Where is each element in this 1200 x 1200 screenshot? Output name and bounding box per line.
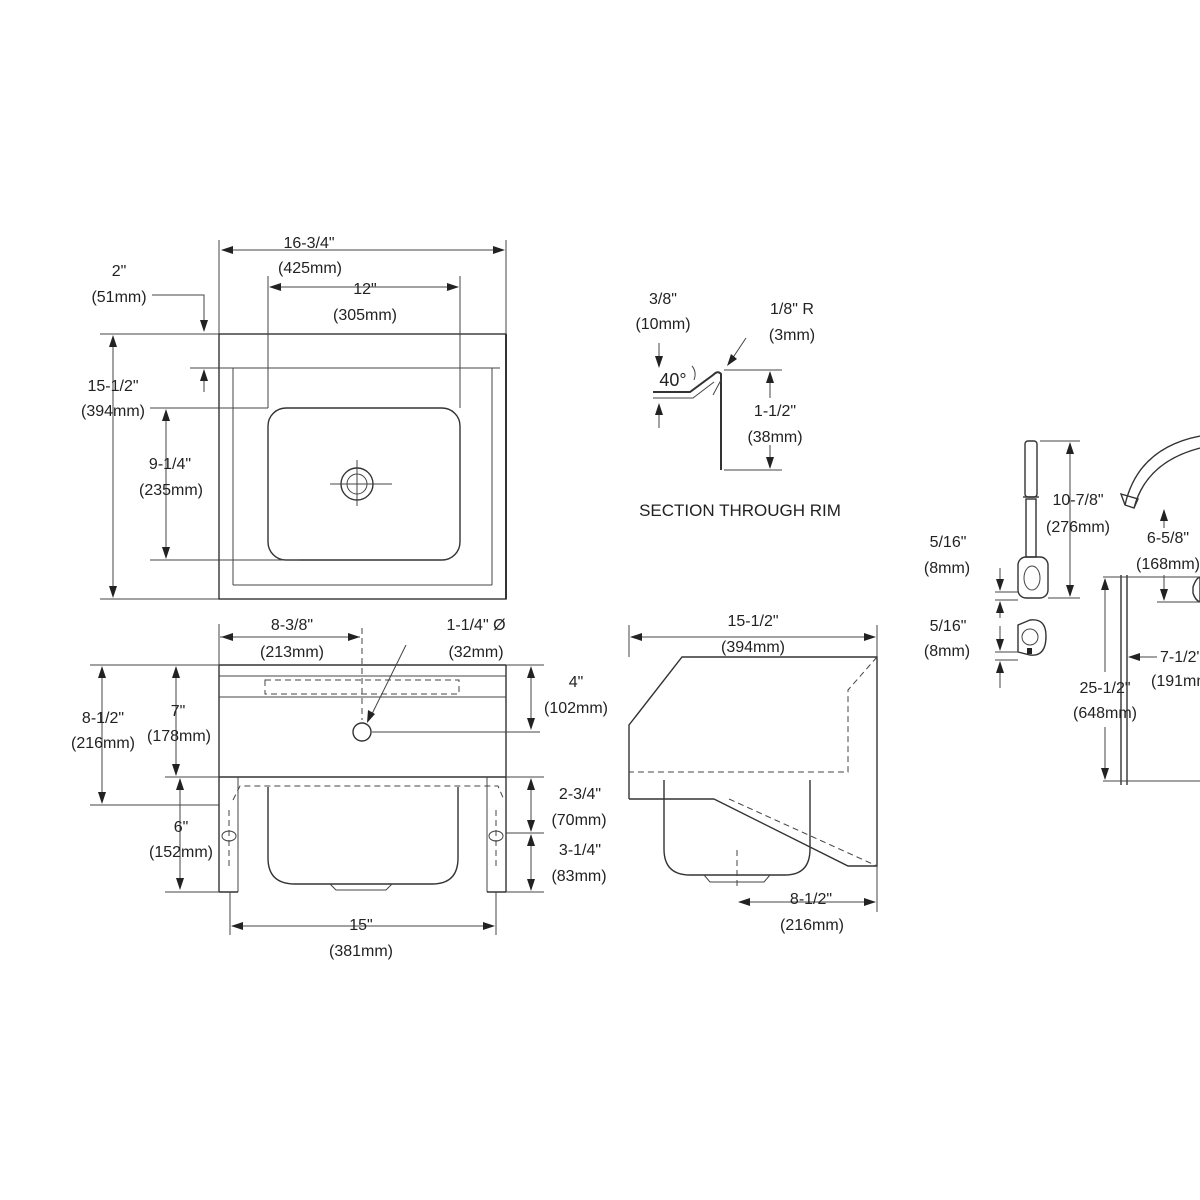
rim-thickness-mm: (10mm): [635, 316, 690, 333]
height-234-mm: (70mm): [551, 812, 606, 829]
faucet-b-total-mm: (648mm): [1073, 705, 1137, 722]
basin-width-mm: (305mm): [333, 307, 397, 324]
height-314-in: 3-1/4": [559, 842, 601, 859]
bottom-width-in: 15": [349, 917, 372, 934]
rim-section: 3/8" (10mm) 1/8" R (3mm) 40° 1-1/2" (38m…: [635, 291, 840, 520]
height-7-in: 7": [171, 703, 186, 720]
faucet-b-body: [1120, 575, 1128, 785]
faucet-hole: [352, 722, 372, 742]
height-6-in: 6": [174, 819, 189, 836]
top-depth-in: 15-1/2": [87, 378, 138, 395]
top-width-in: 16-3/4": [283, 235, 334, 252]
bottom-width-mm: (381mm): [329, 943, 393, 960]
rim-width-in: 2": [112, 263, 127, 280]
faucet-a-t2-mm: (8mm): [924, 643, 970, 660]
faucet-a-t1-in: 5/16": [930, 534, 967, 551]
faucet-a-height-mm: (276mm): [1046, 519, 1110, 536]
faucet-b: 6-5/8" (168mm) 7-1/2" (191mm) 25-1/2" (6…: [1073, 435, 1200, 785]
faucet-b-height-mm: (168mm): [1136, 556, 1200, 573]
basin-front: [267, 787, 459, 885]
rim-width-mm: (51mm): [91, 289, 146, 306]
basin-depth-mm: (235mm): [139, 482, 203, 499]
rim-angle: 40°: [659, 370, 686, 390]
rim-height-mm: (38mm): [747, 429, 802, 446]
drain-offset-mm: (216mm): [780, 917, 844, 934]
top-view: 16-3/4" (425mm) 12" (305mm) 2" (51mm) 15…: [81, 235, 507, 600]
faucet-b-reach-in: 7-1/2": [1160, 649, 1200, 666]
faucet-a-height-in: 10-7/8": [1052, 492, 1103, 509]
hole-dia-mm: (32mm): [448, 644, 503, 661]
front-view: 8-3/8" (213mm) 1-1/4" Ø (32mm) 8-1/2" (2…: [71, 617, 608, 960]
total-height-in: 8-1/2": [82, 710, 124, 727]
height-6-mm: (152mm): [149, 844, 213, 861]
faucet-a-spout: [1024, 440, 1038, 498]
faucet-b-reach-mm: (191mm): [1151, 673, 1200, 690]
faucet-b-gooseneck: [1124, 435, 1200, 506]
faucet-b-height-in: 6-5/8": [1147, 530, 1189, 547]
rim-height-in: 1-1/2": [754, 403, 796, 420]
top-width-mm: (425mm): [278, 260, 342, 277]
height-234-in: 2-3/4": [559, 786, 601, 803]
rim-profile: [653, 371, 722, 470]
faucet-a-sensor: [1017, 556, 1049, 599]
height-314-mm: (83mm): [551, 868, 606, 885]
top-outline: [218, 333, 507, 600]
hole-offset-mm: (213mm): [260, 644, 324, 661]
height-7-mm: (178mm): [147, 728, 211, 745]
faucet-a-t2-in: 5/16": [930, 618, 967, 635]
faucet-a-t1-mm: (8mm): [924, 560, 970, 577]
basin-width-in: 12": [353, 281, 376, 298]
faucet-b-total-in: 25-1/2": [1079, 680, 1130, 697]
height-4-mm: (102mm): [544, 700, 608, 717]
rim-section-title: SECTION THROUGH RIM: [639, 501, 841, 520]
height-4-in: 4": [569, 674, 584, 691]
rim-radius-mm: (3mm): [769, 327, 815, 344]
drain-offset-in: 8-1/2": [790, 891, 832, 908]
basin-depth-in: 9-1/4": [149, 456, 191, 473]
rim-thickness-in: 3/8": [649, 291, 677, 308]
total-height-mm: (216mm): [71, 735, 135, 752]
basin-outline: [267, 407, 461, 561]
side-outline: [628, 656, 878, 867]
faucet-a: 10-7/8" (276mm) 5/16" (8mm) 5/16" (8mm): [924, 440, 1110, 688]
rim-radius-in: 1/8" R: [770, 301, 814, 318]
side-depth-mm: (394mm): [721, 639, 785, 656]
side-depth-in: 15-1/2": [727, 613, 778, 630]
top-depth-mm: (394mm): [81, 403, 145, 420]
hole-dia-in: 1-1/4" Ø: [446, 617, 505, 634]
hole-offset-in: 8-3/8": [271, 617, 313, 634]
side-view: 15-1/2" (394mm) 8-1/2" (216mm): [628, 613, 878, 934]
